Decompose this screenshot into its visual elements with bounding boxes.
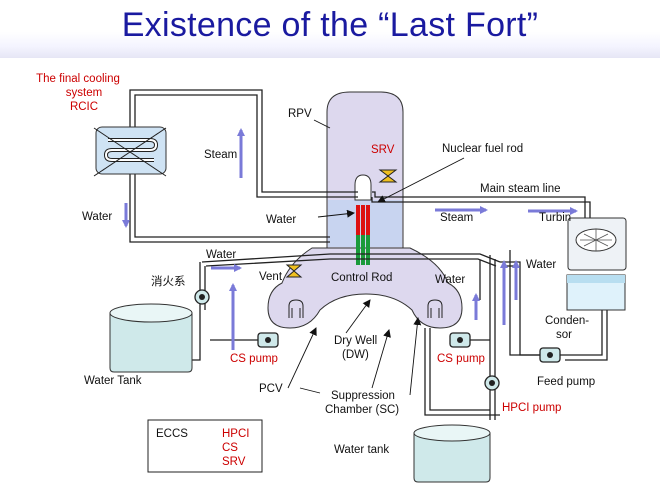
shokakei-label: 消火系 (151, 274, 186, 288)
nuclear-fuel-rods (356, 205, 370, 265)
title-band (0, 0, 660, 58)
cs-pump-right-icon (449, 332, 471, 348)
hpci-pump-label: HPCI pump (502, 402, 561, 414)
rcic-heat-exchanger (93, 126, 167, 177)
srv-valve-icon (378, 169, 398, 183)
nuclear-fuel-rod-label: Nuclear fuel rod (442, 143, 523, 155)
labels: The final cooling system RCIC Steam Wate… (36, 73, 595, 456)
rcic-label-1: The final cooling (36, 73, 120, 85)
control-rod-label: Control Rod (331, 272, 392, 284)
rcic-label-2: system (66, 87, 102, 99)
condenser-label-1: Conden- (545, 315, 589, 327)
vent-valve-icon (285, 264, 303, 278)
turbin-label: Turbin (539, 212, 571, 224)
water-core-label: Water (266, 214, 296, 226)
dry-well-label: Dry Well (334, 335, 377, 347)
cs-pump-right-label: CS pump (437, 353, 485, 365)
page-title: Existence of the “Last Fort” (121, 6, 539, 44)
rcic-label-3: RCIC (70, 101, 98, 113)
cs-pump-left-label: CS pump (230, 353, 278, 365)
feed-pump-label: Feed pump (537, 376, 595, 388)
dw-label: (DW) (342, 349, 369, 361)
steam-left-label: Steam (204, 149, 237, 161)
steam-dome (354, 174, 372, 201)
water-tank-left (109, 303, 193, 373)
rpv-label: RPV (288, 108, 312, 120)
suppression-label: Suppression (331, 390, 395, 402)
water-top-label: Water (206, 249, 236, 261)
water-tank-bottom-label: Water tank (334, 444, 389, 456)
water-mid-label: Water (435, 274, 465, 286)
water-left-label: Water (82, 211, 112, 223)
cs-pump-left-icon (257, 332, 279, 348)
flow-arrows (122, 128, 578, 350)
water-tank-bottom (413, 424, 491, 483)
chamber-sc-label: Chamber (SC) (325, 404, 399, 416)
pcv-label: PCV (259, 383, 283, 395)
eccs-item-hpci: HPCI (222, 428, 249, 440)
eccs-title: ECCS (156, 428, 188, 440)
condenser-label-2: sor (556, 329, 572, 341)
eccs-item-srv: SRV (222, 456, 246, 468)
main-steam-line-label: Main steam line (480, 183, 561, 195)
pcv-drywell (267, 247, 463, 329)
water-tank-left-label: Water Tank (84, 375, 142, 387)
water-right-label: Water (526, 259, 556, 271)
hpci-pump-icon (484, 375, 500, 391)
pointer-lines (287, 119, 465, 396)
sc-bubbles (288, 299, 443, 318)
steam-main-label: Steam (440, 212, 473, 224)
condenser (566, 274, 626, 311)
pipes (129, 89, 608, 420)
eccs-legend: ECCS HPCI CS SRV (147, 419, 263, 473)
srv-label: SRV (371, 144, 395, 156)
turbine (567, 217, 627, 271)
eccs-item-cs: CS (222, 442, 238, 454)
feed-pump-icon (539, 347, 561, 363)
vent-label: Vent (259, 271, 283, 283)
pump-shokakei (194, 289, 210, 305)
